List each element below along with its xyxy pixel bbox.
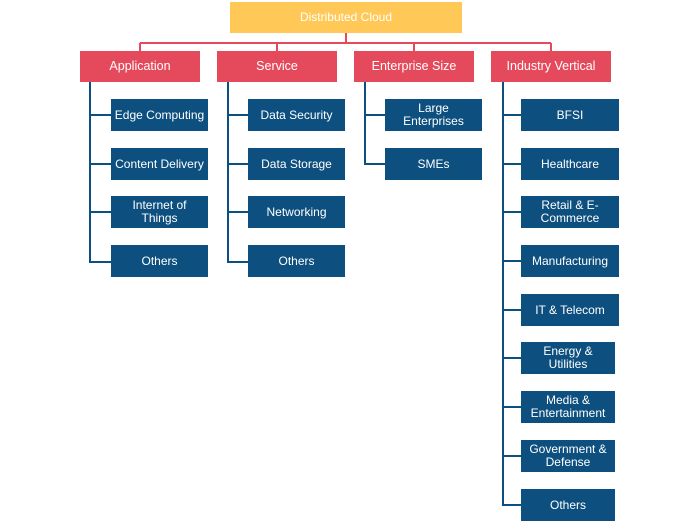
leaf-node: Media & Entertainment bbox=[521, 391, 615, 423]
leaf-node: Content Delivery bbox=[111, 148, 208, 180]
leaf-node: Others bbox=[521, 489, 615, 521]
category-enterprise-size: Enterprise Size bbox=[354, 51, 474, 82]
category-service: Service bbox=[217, 51, 337, 82]
leaf-node: Retail & E-Commerce bbox=[521, 196, 619, 228]
leaf-node: Edge Computing bbox=[111, 99, 208, 131]
leaf-node: BFSI bbox=[521, 99, 619, 131]
leaf-node: IT & Telecom bbox=[521, 294, 619, 326]
leaf-node: Others bbox=[111, 245, 208, 277]
leaf-node: Networking bbox=[248, 196, 345, 228]
category-industry-vertical: Industry Vertical bbox=[491, 51, 611, 82]
leaf-node: Government & Defense bbox=[521, 440, 615, 472]
root-node: Distributed Cloud bbox=[230, 2, 462, 33]
category-application: Application bbox=[80, 51, 200, 82]
leaf-node: Data Storage bbox=[248, 148, 345, 180]
leaf-node: Healthcare bbox=[521, 148, 619, 180]
leaf-node: Manufacturing bbox=[521, 245, 619, 277]
leaf-node: Others bbox=[248, 245, 345, 277]
leaf-node: Internet of Things bbox=[111, 196, 208, 228]
leaf-node: SMEs bbox=[385, 148, 482, 180]
leaf-node: Data Security bbox=[248, 99, 345, 131]
leaf-node: Large Enterprises bbox=[385, 99, 482, 131]
leaf-node: Energy & Utilities bbox=[521, 342, 615, 374]
